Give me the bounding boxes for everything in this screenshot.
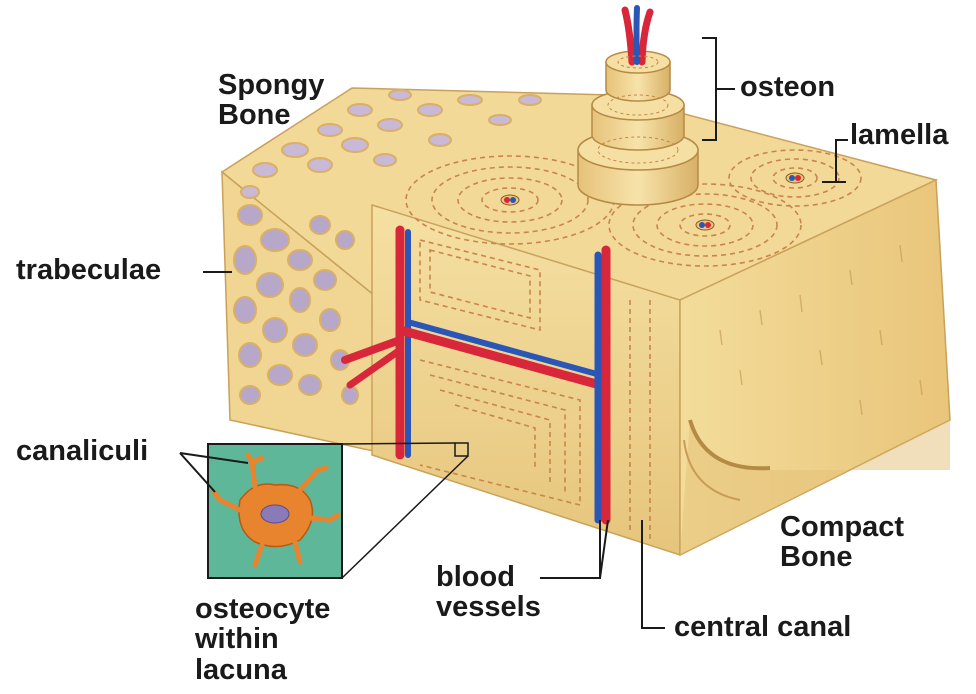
label-central-canal-text: central canal — [674, 612, 851, 642]
osteon-cylinder — [578, 8, 698, 205]
label-osteocyte-within-lacuna: osteocyte within lacuna — [195, 594, 330, 685]
label-osteocyte-line3: lacuna — [195, 655, 330, 685]
label-compact-bone-line2: Bone — [780, 542, 904, 572]
label-blood-vessels-line1: blood — [436, 562, 541, 592]
label-spongy-bone-line1: Spongy — [218, 70, 324, 100]
label-spongy-bone: Spongy Bone — [218, 70, 324, 131]
label-trabeculae-text: trabeculae — [16, 255, 161, 285]
label-central-canal: central canal — [674, 612, 851, 642]
label-osteon-text: osteon — [740, 72, 835, 102]
label-blood-vessels-line2: vessels — [436, 592, 541, 622]
label-lamella-text: lamella — [850, 120, 948, 150]
label-osteon: osteon — [740, 72, 835, 102]
label-osteocyte-line2: within — [195, 624, 330, 654]
label-canaliculi: canaliculi — [16, 436, 148, 466]
label-trabeculae: trabeculae — [16, 255, 161, 285]
osteocyte-inset — [208, 444, 342, 578]
label-spongy-bone-line2: Bone — [218, 100, 324, 130]
osteocyte-nucleus — [261, 505, 289, 523]
label-canaliculi-text: canaliculi — [16, 436, 148, 466]
label-blood-vessels: blood vessels — [436, 562, 541, 623]
label-compact-bone-line1: Compact — [780, 512, 904, 542]
label-compact-bone: Compact Bone — [780, 512, 904, 573]
label-lamella: lamella — [850, 120, 948, 150]
label-osteocyte-line1: osteocyte — [195, 594, 330, 624]
